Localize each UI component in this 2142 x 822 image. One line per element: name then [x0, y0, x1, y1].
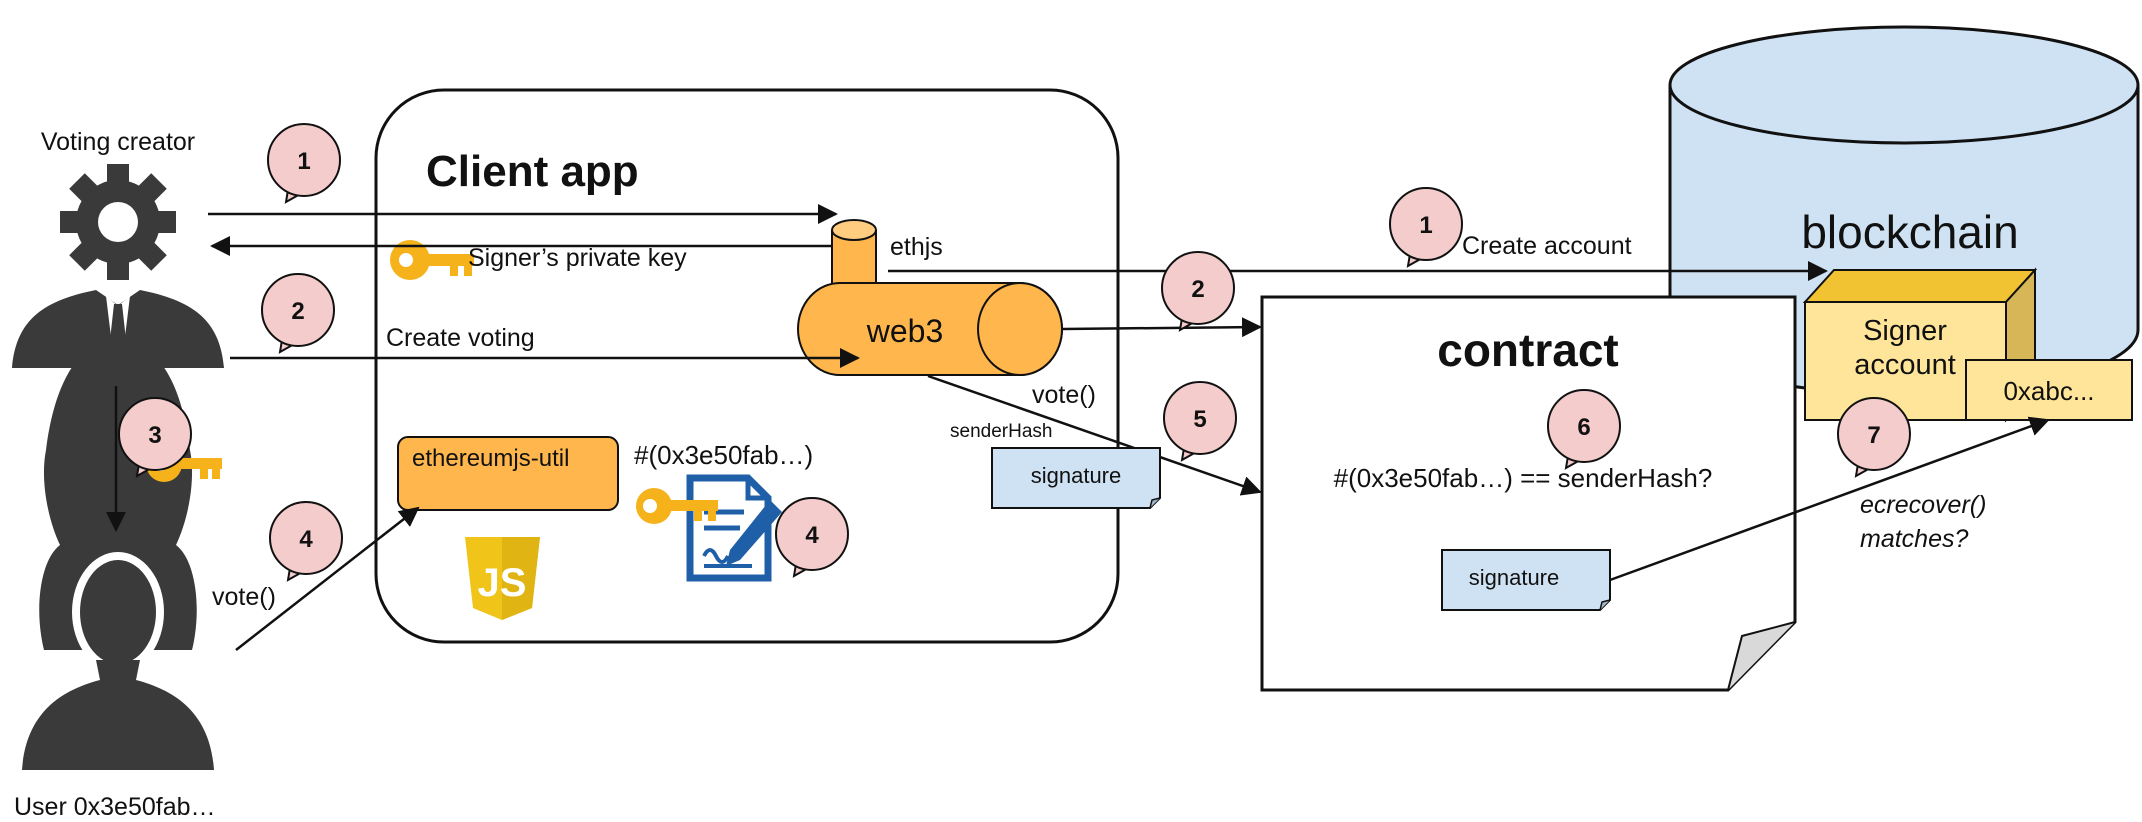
js-logo-icon: JS	[465, 537, 540, 620]
user-label: User 0x3e50fab…	[14, 793, 216, 821]
step-2-contract-number: 2	[1191, 276, 1204, 303]
step-bubble-4-user: 4	[269, 501, 343, 582]
step-bubble-5: 5	[1163, 381, 1237, 462]
step-bubble-1-creator: 1	[267, 123, 341, 204]
create-voting-label: Create voting	[386, 324, 535, 352]
step-3-number: 3	[148, 422, 161, 449]
contract-title: contract	[1437, 324, 1618, 376]
web3-cylinder-end	[977, 282, 1063, 376]
step-bubble-2-contract: 2	[1161, 251, 1235, 332]
doc-signature-squiggle	[702, 548, 730, 564]
matches-label: matches?	[1860, 525, 1968, 553]
step-bubble-2-create-voting: 2	[261, 273, 335, 354]
step-1-creator-number: 1	[297, 148, 310, 175]
creator-tie	[110, 304, 126, 348]
contract-document: contract #(0x3e50fab…) == senderHash?	[1260, 295, 1797, 692]
key-doc-shaft	[668, 500, 718, 511]
ethereumjs-util-box: ethereumjs-util	[397, 436, 619, 511]
client-hash-label: #(0x3e50fab…)	[634, 440, 813, 470]
signature-note-client: signature	[991, 447, 1161, 509]
contract-hash-check: #(0x3e50fab…) == senderHash?	[1334, 463, 1713, 493]
key-private-hole	[399, 253, 413, 267]
contract-folded-corner	[1727, 621, 1796, 691]
ethjs-label: ethjs	[890, 233, 943, 261]
user-vote-label: vote()	[212, 583, 276, 611]
step-4-sign-number: 4	[805, 522, 819, 549]
js-logo-shield-right	[502, 537, 540, 620]
signer-label-line2: account	[1854, 349, 1956, 381]
arrow-user-vote	[235, 506, 420, 651]
util-box-label: ethereumjs-util	[412, 445, 570, 472]
util-box-label-wrap: ethereumjs-util	[412, 445, 570, 472]
js-logo-text: JS	[478, 561, 527, 605]
create-account-label: Create account	[1462, 232, 1632, 260]
key-private-tooth-1	[450, 264, 458, 276]
arrow-web3-to-contract	[1062, 317, 1262, 338]
step-bubble-7: 7	[1837, 397, 1911, 478]
step-4-user-number: 4	[299, 526, 313, 553]
signer-address: 0xabc...	[2003, 376, 2094, 406]
util-box-rect	[397, 436, 619, 511]
step-bubble-3: 3	[118, 397, 192, 478]
key-doc-tooth-1	[694, 509, 702, 521]
key-doc-tooth-2	[708, 509, 716, 521]
web3-label: web3	[866, 313, 944, 349]
user-neck	[96, 660, 140, 700]
signature-note-contract-label: signature	[1469, 565, 1560, 590]
key-transfer-tooth-2	[212, 467, 220, 479]
web3-cylinder: web3	[797, 282, 1063, 376]
ecrecover-label: ecrecover()	[1860, 491, 1986, 519]
step-2-create-voting-number: 2	[291, 298, 304, 325]
key-icon-document	[636, 488, 718, 524]
signature-note-contract-fold	[1599, 599, 1611, 611]
signature-note-client-fold	[1149, 497, 1161, 509]
step-5-number: 5	[1193, 406, 1206, 433]
arrows	[106, 204, 2050, 651]
client-app-title: Client app	[426, 147, 639, 196]
step-1-account-number: 1	[1419, 212, 1432, 239]
private-key-label: Signer’s private key	[468, 244, 687, 272]
arrow-vote-to-contract	[927, 374, 1262, 496]
signer-box-top-face	[1802, 269, 2038, 303]
doc-fold	[745, 478, 768, 501]
signature-note-client-label: signature	[1031, 463, 1122, 488]
key-icon-private	[390, 240, 474, 280]
step-bubble-6: 6	[1547, 389, 1621, 470]
signature-note-contract: signature	[1441, 549, 1611, 611]
user-icon	[22, 338, 214, 770]
client-app-container: Client app	[374, 88, 1120, 644]
web3-vote-label: vote()	[1032, 381, 1096, 409]
step-6-number: 6	[1577, 414, 1590, 441]
pen-icon	[726, 500, 782, 566]
step-bubble-4-sign: 4	[775, 497, 849, 578]
gear-icon	[60, 164, 176, 280]
voting-creator-icon	[12, 164, 224, 368]
ethjs-cylinder-top	[831, 219, 877, 241]
key-private-tooth-2	[464, 264, 472, 276]
signer-account-box: Signer account 0xabc...	[1802, 267, 2133, 423]
client-app-border	[374, 88, 1120, 644]
step-7-number: 7	[1867, 422, 1880, 449]
signer-label-line1: Signer	[1863, 315, 1947, 347]
voting-creator-label: Voting creator	[41, 128, 195, 156]
signed-document-icon	[686, 474, 782, 582]
key-transfer-shaft	[178, 458, 222, 469]
key-doc-hole	[643, 499, 657, 513]
blockchain-cylinder-top	[1668, 25, 2140, 145]
blockchain-title: blockchain	[1801, 206, 2018, 258]
arrow-ecrecover	[1609, 416, 2050, 582]
user-face	[80, 560, 156, 664]
step-bubble-1-account: 1	[1389, 187, 1463, 268]
key-transfer-tooth-1	[200, 467, 208, 479]
key-private-shaft	[426, 254, 474, 266]
user-body	[22, 680, 214, 770]
sender-hash-label: senderHash	[950, 421, 1052, 442]
